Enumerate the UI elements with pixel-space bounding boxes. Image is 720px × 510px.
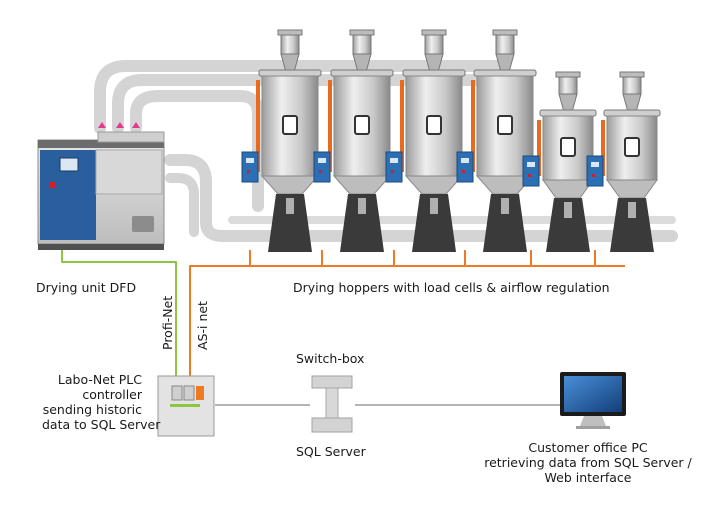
dryer-emergency-button-icon [50,182,56,188]
monitor-icon [560,372,626,429]
hopper-2 [313,29,394,252]
plc-cabinet-icon [157,375,215,437]
office-pc-label: Customer office PC retrieving data from … [484,440,692,485]
drying-unit-dfd [37,122,165,250]
sql-server-icon [311,417,353,433]
hopper-3 [385,29,466,252]
plc-label: Labo-Net PLC controller sending historic… [42,372,161,432]
hopper-1 [241,29,322,252]
network-cables [61,250,625,406]
drying-hoppers-label: Drying hoppers with load cells & airflow… [293,280,610,295]
dryer-display-icon [59,157,79,172]
sql-server-label: SQL Server [296,444,366,459]
drying-unit-label: Drying unit DFD [36,280,137,295]
hopper-6 [586,71,661,252]
asi-net-label: AS-i net [195,301,210,350]
profinet-cable [61,250,177,384]
switch-box-label: Switch-box [296,351,365,366]
asi-net-cable [189,265,625,384]
hopper-5 [522,71,597,252]
switch-box-icon [311,375,353,419]
drying-hoppers [241,29,661,252]
profi-net-label: Profi-Net [160,295,175,350]
